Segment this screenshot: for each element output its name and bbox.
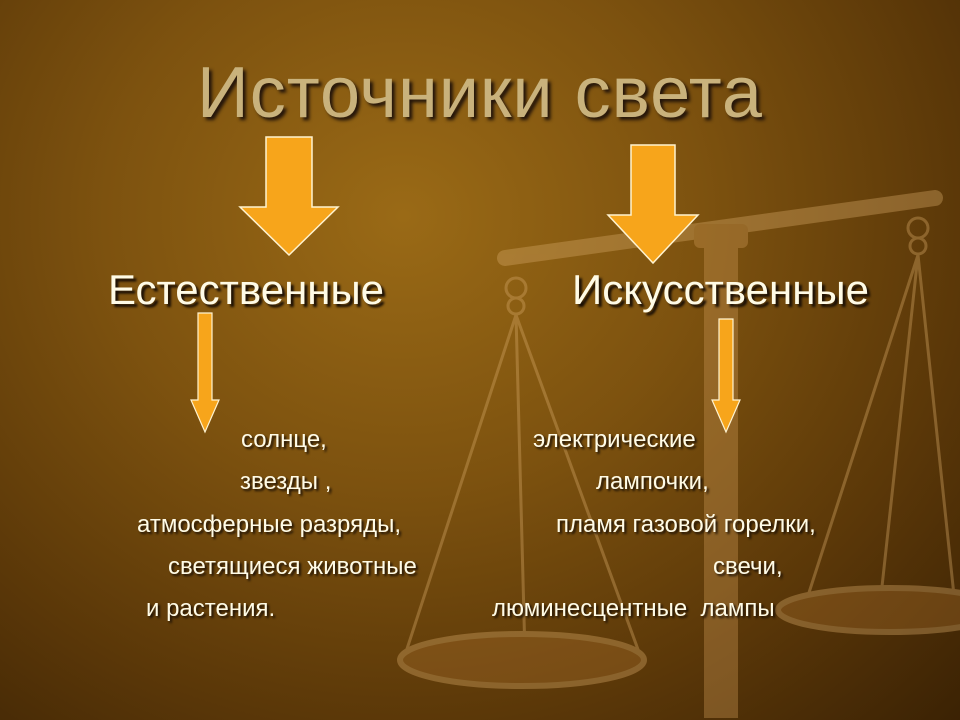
list-item: атмосферные разряды,	[137, 511, 402, 538]
list-item: и растения.	[146, 595, 276, 622]
list-item: лампочки,	[596, 468, 709, 495]
list-item: пламя газовой горелки,	[556, 511, 816, 538]
natural-heading: Естественные	[108, 266, 385, 313]
slide-title: Источники света	[197, 53, 763, 133]
list-item: светящиеся животные	[168, 553, 417, 580]
artificial-heading: Искусственные	[572, 266, 869, 313]
list-item: звезды ,	[240, 468, 332, 495]
list-item: солнце,	[241, 426, 327, 453]
list-item: люминесцентные лампы	[492, 595, 775, 622]
list-item: свечи,	[713, 553, 783, 580]
arrow-down-icon	[238, 136, 340, 257]
arrow-down-icon	[606, 144, 700, 265]
list-item: электрические	[533, 426, 696, 453]
arrow-down-icon	[711, 318, 741, 434]
arrow-down-icon	[190, 312, 220, 434]
